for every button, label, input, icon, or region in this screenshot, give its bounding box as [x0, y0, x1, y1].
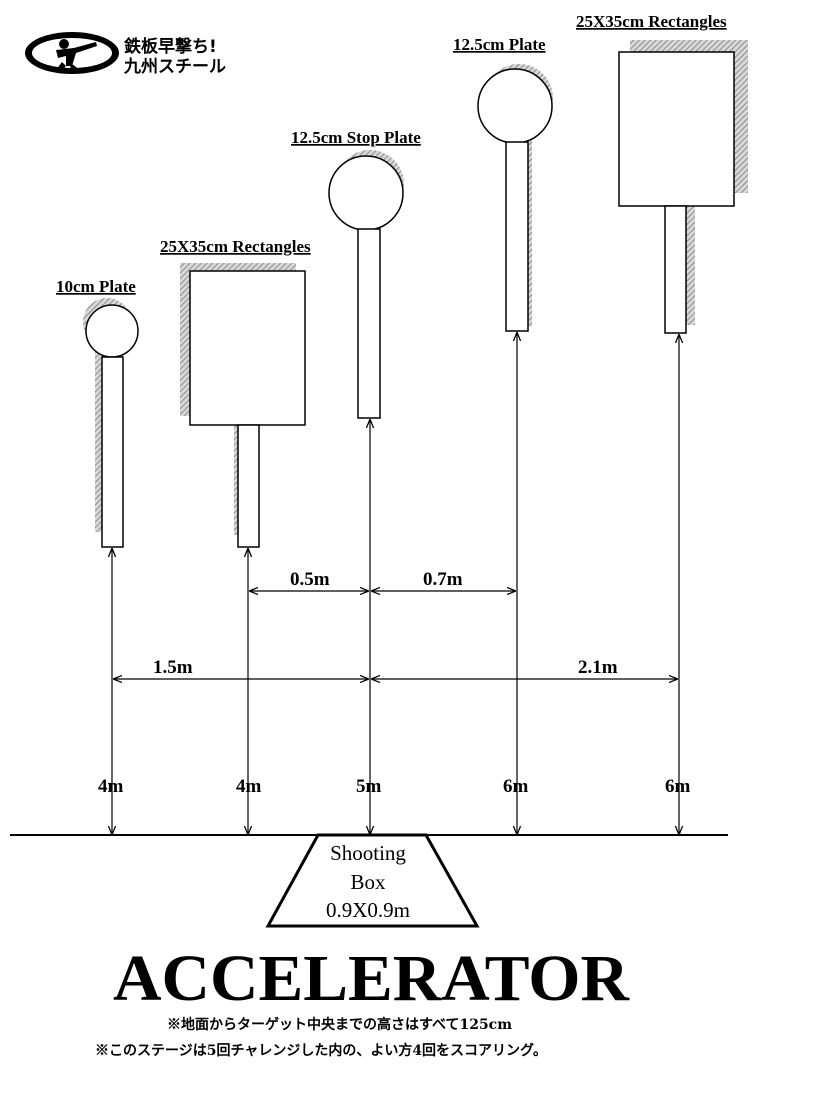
target-label: 10cm Plate [56, 277, 136, 296]
spacing-lines [114, 591, 677, 679]
spacing-label-0-7m: 0.7m [423, 569, 463, 590]
logo-line2: 九州スチール [123, 57, 226, 77]
shooter-icon [56, 39, 97, 73]
distance-label-stop-plate: 5m [356, 776, 382, 797]
rectangle-face [618, 51, 735, 207]
target-label: 12.5cm Plate [453, 35, 546, 54]
target-label: 12.5cm Stop Plate [291, 128, 421, 147]
post [505, 141, 529, 332]
stage-title: ACCELERATOR [113, 942, 630, 1015]
distance-label-12-5cm-plate: 6m [503, 776, 529, 797]
target-label: 25X35cm Rectangles [576, 12, 727, 31]
target-12-5cm-plate: 12.5cm Plate [453, 35, 553, 332]
distance-lines [112, 333, 679, 834]
distance-label-rectangle-left: 4m [236, 776, 262, 797]
distance-label-10cm-plate: 4m [98, 776, 124, 797]
plate-face [328, 155, 404, 231]
post [664, 205, 687, 334]
spacing-label-1-5m: 1.5m [153, 657, 193, 678]
post [237, 424, 260, 548]
spacing-label-0-5m: 0.5m [290, 569, 330, 590]
target-10cm-plate: 10cm Plate [56, 277, 139, 548]
logo: 鉄板早撃ち! 九州スチール [25, 32, 226, 77]
note-line1: ※地面からターゲット中央までの高さはすべて125cm [167, 1016, 512, 1033]
note-line2: ※このステージは5回チャレンジした内の、よい方4回をスコアリング。 [95, 1042, 547, 1059]
spacing-label-2-1m: 2.1m [578, 657, 618, 678]
logo-line1: 鉄板早撃ち! [124, 36, 217, 57]
plate-face [85, 304, 139, 358]
shooting-box-line2: Box [350, 870, 386, 894]
target-rectangle-left: 25X35cm Rectangles [160, 237, 311, 548]
shooting-box-line3: 0.9X0.9m [326, 898, 410, 922]
rectangle-face [189, 270, 306, 426]
shooting-box-line1: Shooting [330, 841, 406, 865]
shooting-box-outline [265, 833, 480, 928]
post [357, 228, 381, 419]
post [101, 356, 124, 548]
shooting-box: Shooting Box 0.9X0.9m [265, 833, 480, 928]
distance-label-rectangle-right: 6m [665, 776, 691, 797]
plate-face [477, 68, 553, 144]
target-rectangle-right: 25X35cm Rectangles [576, 12, 748, 334]
target-label: 25X35cm Rectangles [160, 237, 311, 256]
target-stop-plate: 12.5cm Stop Plate [291, 128, 421, 419]
